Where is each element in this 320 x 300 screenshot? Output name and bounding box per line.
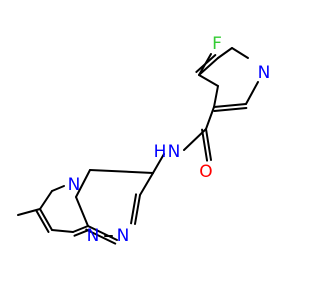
bond-line: [231, 47, 249, 59]
bond-line: [72, 225, 89, 233]
carbonyl-oxygen-label: O: [199, 162, 212, 182]
bond-line: [152, 153, 165, 174]
bond-line: [75, 196, 89, 227]
bond-line: [205, 128, 212, 161]
bond-line: [205, 106, 215, 130]
fluorine-atom-label: F: [212, 34, 222, 54]
bond-line: [134, 194, 141, 225]
amide-nitrogen-label: N: [168, 142, 181, 162]
bond-line: [198, 74, 219, 87]
amide-hydrogen-label: H: [154, 142, 167, 162]
double-bond-line: [73, 228, 91, 237]
bond-layer: [17, 47, 259, 245]
bond-line: [217, 47, 233, 59]
bridgehead-nitrogen-label: N: [68, 175, 81, 195]
bond-line: [17, 208, 41, 216]
molecule-structure: F N O N H N N N: [17, 34, 271, 246]
bond-line: [39, 208, 53, 231]
triazole-nitrogen-1-label: N: [87, 226, 100, 246]
bond-line: [51, 185, 65, 192]
bond-line: [51, 229, 74, 233]
double-bond-line: [213, 106, 248, 112]
bond-line: [245, 81, 259, 105]
atom-label-layer: F N O N H N N N: [68, 34, 271, 246]
bond-line: [213, 85, 219, 108]
bond-line: [39, 190, 53, 210]
double-bond-line: [130, 193, 138, 225]
double-bond-line: [201, 128, 209, 162]
bond-line: [213, 103, 247, 108]
bond-line: [89, 169, 154, 174]
double-bond-line: [35, 209, 50, 233]
double-bond-line: [85, 228, 117, 245]
bond-line: [183, 128, 207, 151]
pyridine-nitrogen-label: N: [258, 63, 271, 83]
double-bond-line: [195, 54, 217, 74]
bond-line: [87, 225, 118, 241]
bond-line: [75, 169, 91, 198]
bond-line: [198, 57, 219, 76]
bond-line: [139, 172, 154, 196]
triazole-nitrogen-2-label: N: [117, 226, 130, 246]
